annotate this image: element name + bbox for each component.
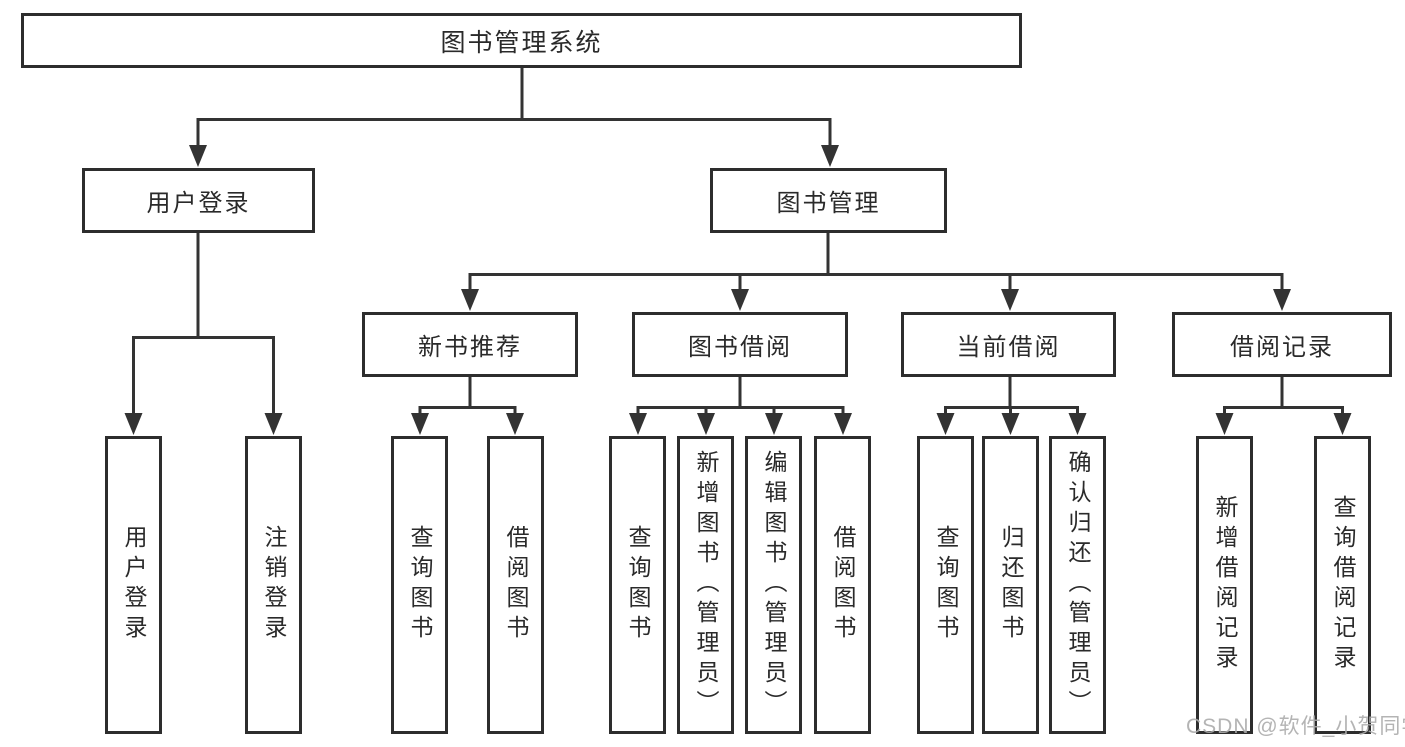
leaf-logout: 注销登录 — [245, 436, 302, 734]
leaf-borrow-add-books-admin-label: 新增图书（管理员） — [693, 450, 719, 720]
leaf-newbook-borrow-books-label: 借阅图书 — [503, 525, 529, 645]
node-new-book-recommend-label: 新书推荐 — [418, 334, 522, 361]
leaf-current-query-books: 查询图书 — [917, 436, 974, 734]
leaf-user-login: 用户登录 — [105, 436, 162, 734]
leaf-borrow-edit-books-admin: 编辑图书（管理员） — [745, 436, 802, 734]
leaf-user-login-label: 用户登录 — [121, 525, 147, 645]
leaf-borrow-edit-books-admin-label: 编辑图书（管理员） — [761, 450, 787, 720]
leaf-borrow-add-books-admin: 新增图书（管理员） — [677, 436, 734, 734]
csdn-watermark: CSDN @软件_小贺同学 — [1186, 715, 1405, 738]
node-new-book-recommend: 新书推荐 — [362, 312, 578, 377]
node-current-borrow-label: 当前借阅 — [956, 334, 1061, 361]
leaf-records-add-record: 新增借阅记录 — [1196, 436, 1253, 734]
node-book-management-label: 图书管理 — [776, 190, 881, 217]
leaf-current-confirm-return-admin-label: 确认归还（管理员） — [1065, 450, 1091, 720]
node-book-borrow-label: 图书借阅 — [688, 334, 792, 361]
node-library-system-label: 图书管理系统 — [440, 28, 603, 57]
leaf-current-return-books: 归还图书 — [982, 436, 1039, 734]
leaf-current-query-books-label: 查询图书 — [933, 525, 959, 645]
node-library-system: 图书管理系统 — [21, 13, 1022, 68]
leaf-newbook-query-books: 查询图书 — [391, 436, 448, 734]
leaf-newbook-query-books-label: 查询图书 — [407, 525, 433, 645]
node-user-login: 用户登录 — [82, 168, 315, 233]
leaf-borrow-borrow-books: 借阅图书 — [814, 436, 871, 734]
leaf-records-query-record-label: 查询借阅记录 — [1330, 495, 1356, 675]
node-borrow-records: 借阅记录 — [1172, 312, 1392, 377]
node-borrow-records-label: 借阅记录 — [1230, 334, 1334, 361]
node-current-borrow: 当前借阅 — [901, 312, 1116, 377]
leaf-borrow-query-books: 查询图书 — [609, 436, 666, 734]
leaf-newbook-borrow-books: 借阅图书 — [487, 436, 544, 734]
leaf-borrow-query-books-label: 查询图书 — [625, 525, 651, 645]
leaf-records-add-record-label: 新增借阅记录 — [1212, 495, 1238, 675]
leaf-current-return-books-label: 归还图书 — [998, 525, 1024, 645]
leaf-borrow-borrow-books-label: 借阅图书 — [830, 525, 856, 645]
node-book-borrow: 图书借阅 — [632, 312, 848, 377]
leaf-logout-label: 注销登录 — [261, 525, 287, 645]
leaf-current-confirm-return-admin: 确认归还（管理员） — [1049, 436, 1106, 734]
leaf-records-query-record: 查询借阅记录 — [1314, 436, 1371, 734]
node-book-management: 图书管理 — [710, 168, 947, 233]
node-user-login-label: 用户登录 — [146, 190, 251, 217]
